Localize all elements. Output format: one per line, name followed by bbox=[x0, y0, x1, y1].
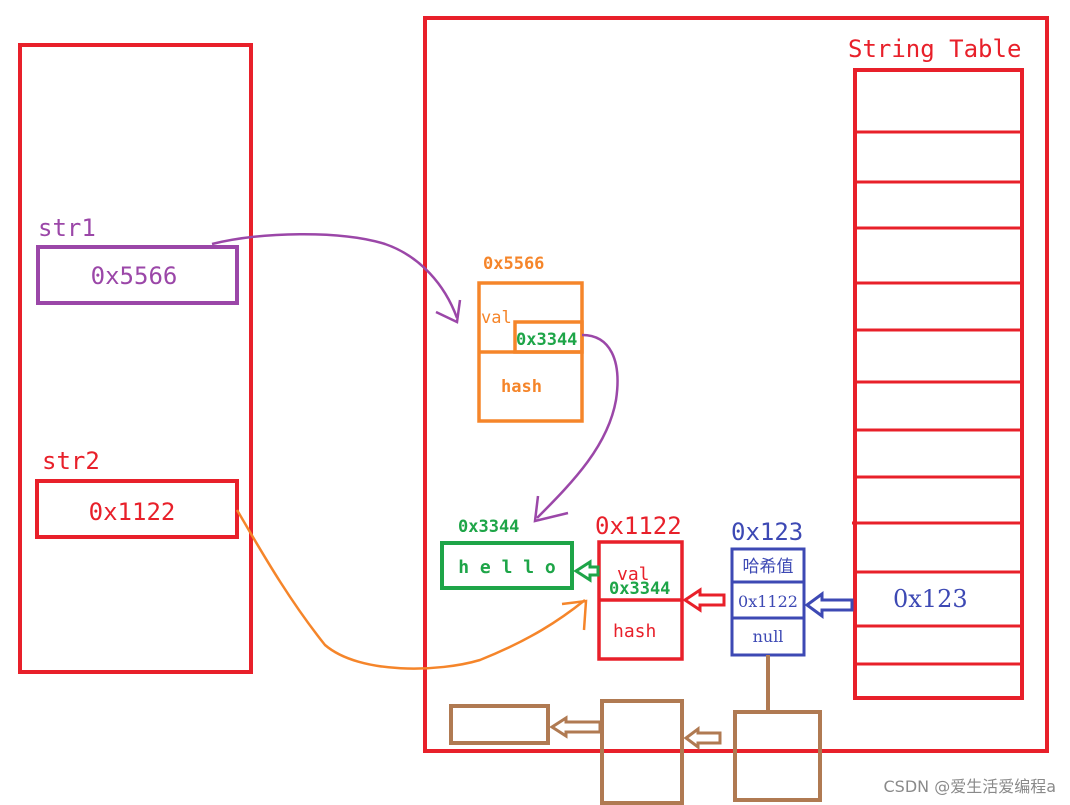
arrow-node-to-1122 bbox=[682, 587, 726, 613]
arrow-3-to-2 bbox=[683, 726, 722, 750]
arrow-str1-to-5566 bbox=[211, 233, 459, 319]
obj-3344-address: 0x3344 bbox=[458, 517, 519, 537]
obj-5566-val-cell bbox=[513, 320, 584, 354]
node-123-next-row: null bbox=[753, 627, 784, 646]
obj-3344-box bbox=[440, 541, 574, 590]
str1-box bbox=[36, 245, 239, 305]
obj-5566-val-label: val bbox=[481, 308, 512, 328]
arrow-1122-to-3344 bbox=[573, 559, 600, 583]
node-123-hash-row: 哈希值 bbox=[743, 557, 794, 577]
string-table-slot-value: 0x123 bbox=[893, 585, 968, 613]
watermark: CSDN @爱生活爱编程a bbox=[883, 777, 1056, 796]
arrow-val-to-3344 bbox=[536, 333, 619, 519]
str2-value: 0x1122 bbox=[89, 498, 176, 526]
string-table-title: String Table bbox=[848, 35, 1021, 63]
obj-1122-val-value: 0x3344 bbox=[609, 579, 670, 599]
obj-1122-hash-label: hash bbox=[613, 621, 656, 642]
chain-node-2 bbox=[600, 699, 684, 805]
node-123-address: 0x123 bbox=[731, 518, 803, 546]
str1-label: str1 bbox=[38, 214, 96, 242]
str2-box bbox=[35, 479, 239, 539]
arrow-str2-to-1122 bbox=[235, 509, 586, 670]
obj-3344-content: h e l l o bbox=[458, 557, 556, 578]
str2-label: str2 bbox=[42, 447, 100, 475]
chain-node-3 bbox=[733, 710, 822, 802]
obj-5566-val-value: 0x3344 bbox=[516, 330, 577, 350]
obj-5566-hash-label: hash bbox=[501, 377, 542, 397]
obj-1122-address: 0x1122 bbox=[595, 512, 682, 540]
chain-node-1 bbox=[449, 704, 550, 745]
node-123-ref-row: 0x1122 bbox=[738, 592, 798, 611]
string-table bbox=[852, 68, 1024, 700]
stack-frame bbox=[18, 43, 253, 674]
obj-5566-address: 0x5566 bbox=[483, 254, 544, 274]
str1-value: 0x5566 bbox=[91, 262, 178, 290]
obj-1122-val-label: val bbox=[617, 564, 650, 585]
arrow-2-to-1 bbox=[549, 715, 602, 739]
arrow-table-to-node bbox=[804, 591, 854, 619]
